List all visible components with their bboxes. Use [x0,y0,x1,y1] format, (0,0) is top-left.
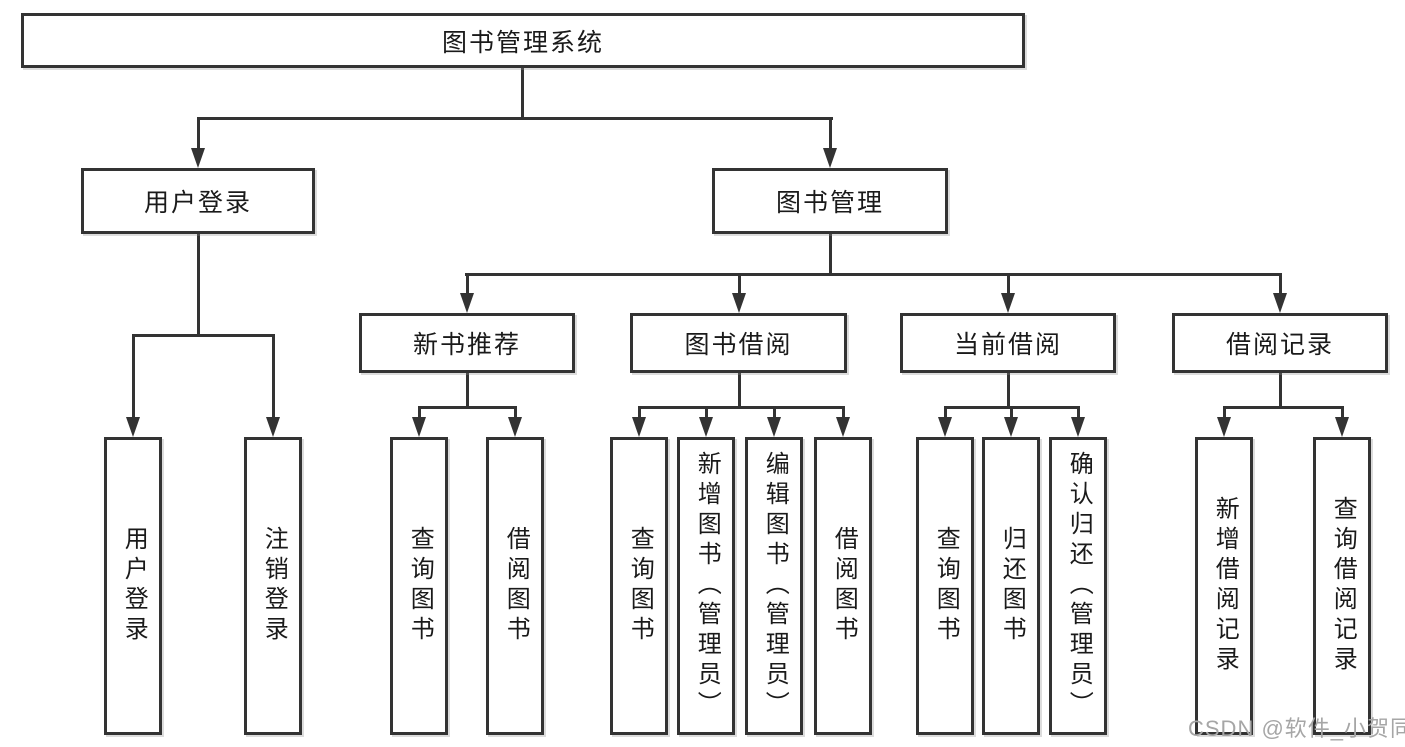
connector-to-leaf-logout-shaft [272,334,275,419]
node-borrowing-records: 借阅记录 [1172,313,1388,373]
leaf-records-add-record-label: 新增借阅记录 [1211,496,1239,676]
leaf-borrowing-add-books-admin: 新增图书（管理员） [677,437,735,735]
leaf-borrowing-borrow-books: 借阅图书 [814,437,872,735]
arrowhead-to-new-book [460,293,474,313]
node-new-book-recommend: 新书推荐 [359,313,575,373]
arrowhead-to-leaf [1071,417,1085,437]
arrowhead-to-leaf [699,417,713,437]
connector-leaf-shaft [944,406,947,419]
arrowhead-to-leaf [1217,417,1231,437]
node-current-borrowing-label: 当前借阅 [953,331,1062,359]
connector-to-book-borrowing-shaft [738,273,741,295]
arrowhead-to-leaf [412,417,426,437]
connector-to-new-book-shaft [466,273,469,295]
connector-leaf-shaft [1010,406,1013,419]
connector-to-current-borrowing-shaft [1007,273,1010,295]
leaf-newbook-query-books-label: 查询图书 [406,526,434,646]
leaf-records-add-record: 新增借阅记录 [1195,437,1253,735]
arrowhead-to-leaf [938,417,952,437]
arrowhead-to-book-management [823,148,837,168]
connector-user-login-split [132,334,275,337]
node-new-book-recommend-label: 新书推荐 [412,331,521,359]
node-borrowing-records-label: 借阅记录 [1225,331,1334,359]
connector-to-book-management-shaft [829,117,832,150]
connector-borrowing-records-stem [1279,370,1282,408]
connector-leaf-shaft [1341,406,1344,419]
leaf-borrowing-add-books-admin-label: 新增图书（管理员） [693,451,721,721]
arrowhead-to-leaf [836,417,850,437]
connector-new-book-stem [466,370,469,408]
watermark: CSDN @软件_小贺同学 [1188,716,1405,741]
leaf-newbook-borrow-books: 借阅图书 [486,437,544,735]
leaf-logout: 注销登录 [244,437,302,735]
connector-leaf-shaft [1223,406,1226,419]
node-book-management: 图书管理 [712,168,948,234]
leaf-current-query-books: 查询图书 [916,437,974,735]
arrowhead-to-leaf [1004,417,1018,437]
connector-leaf-shaft [1077,406,1080,419]
arrowhead-to-current-borrowing [1001,293,1015,313]
leaf-borrowing-query-books-label: 查询图书 [626,526,654,646]
arrowhead-to-leaf [767,417,781,437]
connector-to-user-login-shaft [197,117,200,150]
connector-root-split [197,117,833,120]
leaf-current-return-books-label: 归还图书 [998,526,1026,646]
leaf-borrowing-edit-books-admin: 编辑图书（管理员） [745,437,803,735]
connector-book-borrowing-split [638,406,844,409]
connector-new-book-split [418,406,517,409]
connector-leaf-shaft [514,406,517,419]
connector-to-borrowing-records-shaft [1279,273,1282,295]
leaf-user-login: 用户登录 [104,437,162,735]
connector-root-stem [521,66,524,119]
connector-current-borrowing-stem [1007,370,1010,408]
connector-leaf-shaft [418,406,421,419]
node-user-login-label: 用户登录 [143,189,252,217]
connector-leaf-shaft [638,406,641,419]
arrowhead-to-leaf-logout [266,417,280,437]
arrowhead-to-book-borrowing [732,293,746,313]
node-root-label: 图书管理系统 [441,28,604,57]
arrowhead-to-borrowing-records [1273,293,1287,313]
leaf-user-login-label: 用户登录 [120,526,148,646]
node-current-borrowing: 当前借阅 [900,313,1116,373]
leaf-newbook-query-books: 查询图书 [390,437,448,735]
node-book-management-label: 图书管理 [775,189,884,217]
leaf-borrowing-edit-books-admin-label: 编辑图书（管理员） [761,451,789,721]
node-book-borrowing-label: 图书借阅 [684,331,793,359]
connector-book-management-split [465,273,1281,276]
connector-book-borrowing-stem [738,370,741,408]
leaf-current-confirm-return-admin: 确认归还（管理员） [1049,437,1107,735]
node-book-borrowing: 图书借阅 [630,313,847,373]
arrowhead-to-leaf-user-login [126,417,140,437]
leaf-borrowing-borrow-books-label: 借阅图书 [830,526,858,646]
connector-leaf-shaft [705,406,708,419]
connector-leaf-shaft [773,406,776,419]
node-root: 图书管理系统 [21,13,1025,68]
arrowhead-to-user-login [191,148,205,168]
arrowhead-to-leaf [632,417,646,437]
connector-to-leaf-user-login-shaft [132,334,135,419]
connector-book-management-stem [829,231,832,276]
leaf-current-confirm-return-admin-label: 确认归还（管理员） [1065,451,1093,721]
leaf-current-return-books: 归还图书 [982,437,1040,735]
leaf-borrowing-query-books: 查询图书 [610,437,668,735]
leaf-records-query-record: 查询借阅记录 [1313,437,1371,735]
arrowhead-to-leaf [1335,417,1349,437]
leaf-newbook-borrow-books-label: 借阅图书 [502,526,530,646]
connector-leaf-shaft [842,406,845,419]
leaf-records-query-record-label: 查询借阅记录 [1329,496,1357,676]
connector-user-login-stem [197,231,200,336]
arrowhead-to-leaf [508,417,522,437]
leaf-current-query-books-label: 查询图书 [932,526,960,646]
connector-borrowing-records-split [1223,406,1343,409]
leaf-logout-label: 注销登录 [260,526,288,646]
node-user-login: 用户登录 [81,168,315,234]
